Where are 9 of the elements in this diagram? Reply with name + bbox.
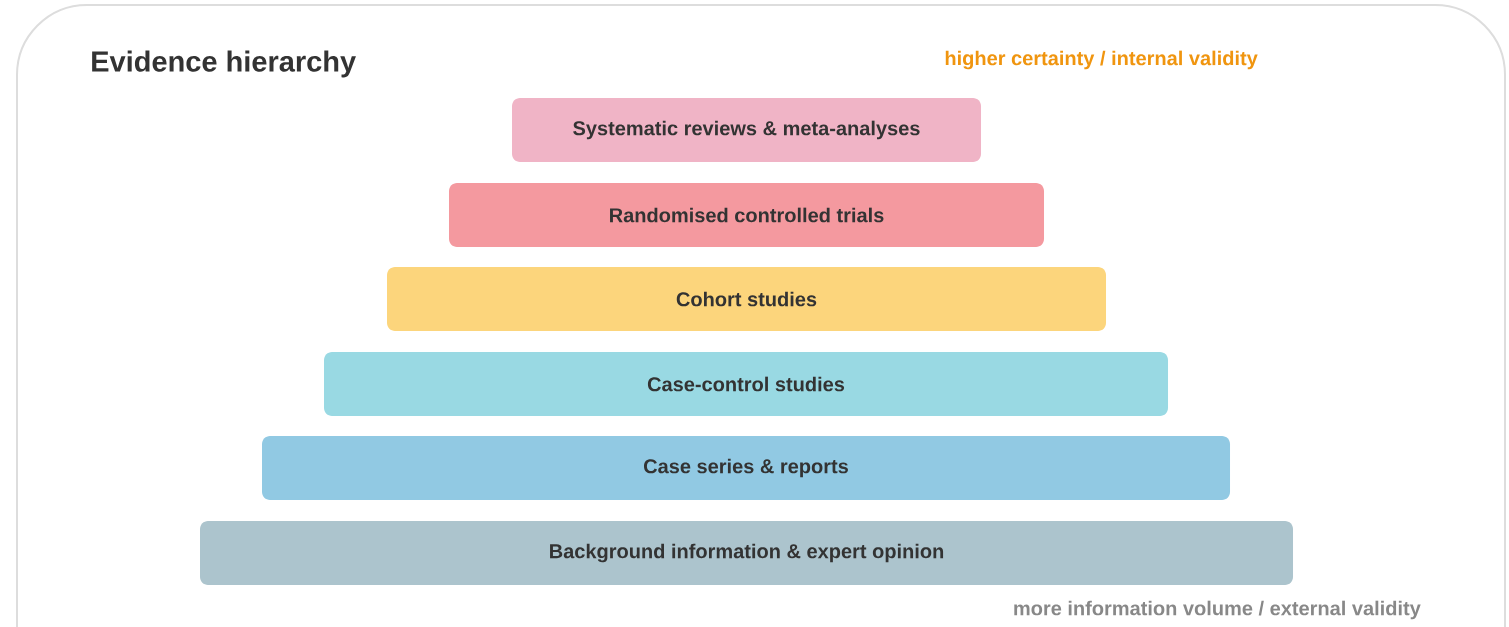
level-box: Cohort studies <box>387 267 1106 331</box>
axis-note: higher certainty / internal validity <box>945 50 1258 70</box>
title: Evidence hierarchy <box>92 50 356 78</box>
level-box: Background information & expert opinion <box>200 521 1293 585</box>
level-box: Case-control studies <box>324 352 1168 416</box>
axis-note: more information volume / external validity <box>1014 600 1421 620</box>
level-box: Systematic reviews & meta-analyses <box>512 98 981 162</box>
level-box: Case series & reports <box>262 436 1230 500</box>
level-box: Randomised controlled trials <box>449 183 1044 247</box>
